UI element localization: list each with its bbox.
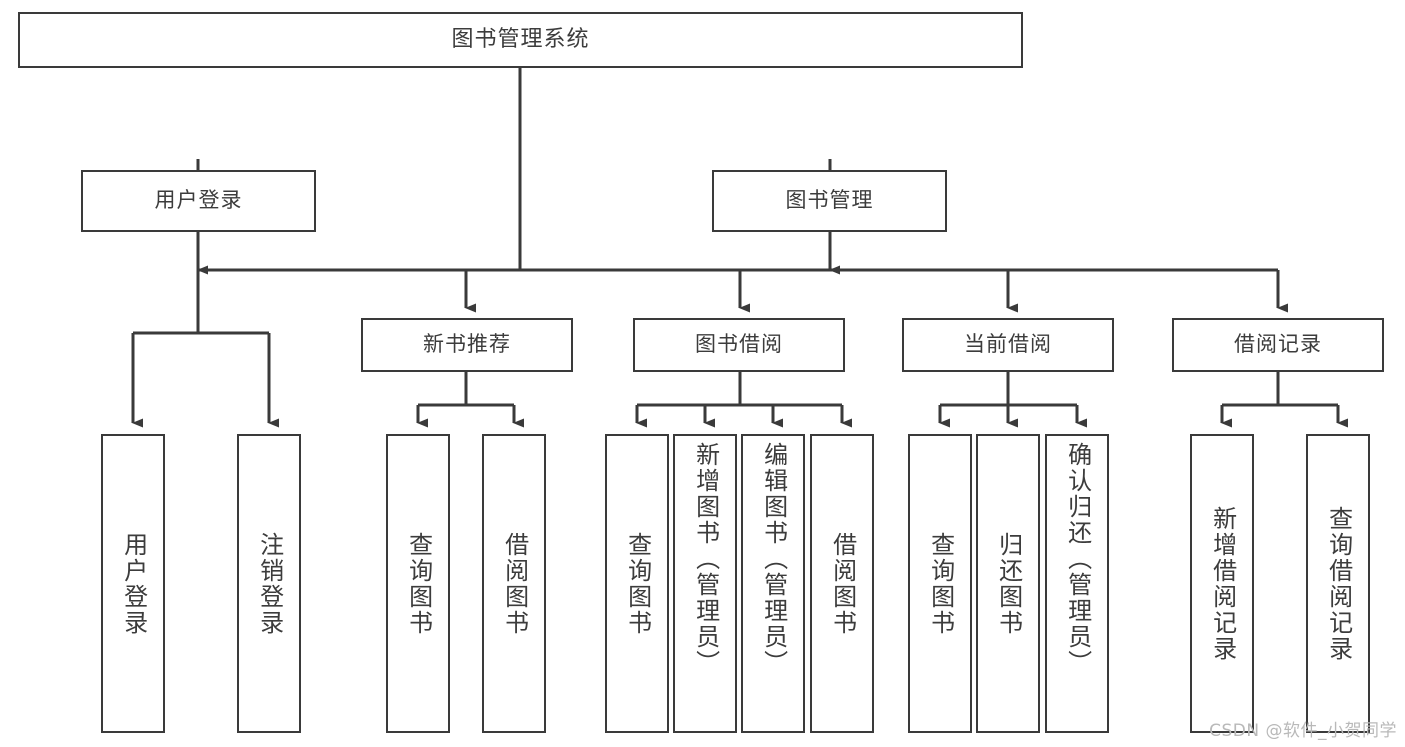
node-label: 查询图书 [623,531,652,636]
leaf-add-borrow-record[interactable]: 新增借阅记录 [1190,434,1254,733]
node-label: 图书管理系统 [451,26,590,52]
node-label: 新增图书（管理员） [691,442,720,676]
node-label: 新增借阅记录 [1208,505,1237,662]
leaf-borrow-book[interactable]: 借阅图书 [810,434,874,733]
leaf-logout-login[interactable]: 注销登录 [237,434,301,733]
node-borrow-record[interactable]: 借阅记录 [1172,318,1384,372]
node-label: 用户登录 [119,531,148,636]
node-label: 图书管理 [785,188,874,213]
watermark-text: CSDN @软件_小贺同学 [1209,721,1397,741]
node-label: 当前借阅 [964,332,1052,357]
leaf-borrow-book-recommend[interactable]: 借阅图书 [482,434,546,733]
node-label: 图书借阅 [695,332,783,357]
leaf-query-borrow-record[interactable]: 查询借阅记录 [1306,434,1370,733]
node-label: 注销登录 [255,531,284,636]
leaf-query-book-borrow[interactable]: 查询图书 [605,434,669,733]
node-book-borrow[interactable]: 图书借阅 [633,318,845,372]
node-label: 借阅图书 [828,531,857,636]
node-root-system[interactable]: 图书管理系统 [18,12,1023,68]
node-label: 借阅图书 [500,531,529,636]
node-label: 归还图书 [994,531,1023,636]
node-label: 新书推荐 [423,332,511,357]
node-new-book-recommend[interactable]: 新书推荐 [361,318,573,372]
leaf-confirm-return-admin[interactable]: 确认归还（管理员） [1045,434,1109,733]
leaf-edit-book-admin[interactable]: 编辑图书（管理员） [741,434,805,733]
node-label: 查询借阅记录 [1324,505,1353,662]
leaf-add-book-admin[interactable]: 新增图书（管理员） [673,434,737,733]
node-label: 确认归还（管理员） [1063,442,1092,676]
node-book-management[interactable]: 图书管理 [712,170,947,232]
node-user-login[interactable]: 用户登录 [81,170,316,232]
leaf-query-book-current[interactable]: 查询图书 [908,434,972,733]
node-current-borrow[interactable]: 当前借阅 [902,318,1114,372]
leaf-user-login[interactable]: 用户登录 [101,434,165,733]
node-label: 借阅记录 [1234,332,1322,357]
node-label: 查询图书 [404,531,433,636]
node-label: 用户登录 [154,188,243,213]
connector-root-to-level2 [198,68,830,272]
node-label: 查询图书 [926,531,955,636]
leaf-return-book[interactable]: 归还图书 [976,434,1040,733]
leaf-query-book-recommend[interactable]: 查询图书 [386,434,450,733]
node-label: 编辑图书（管理员） [759,442,788,676]
